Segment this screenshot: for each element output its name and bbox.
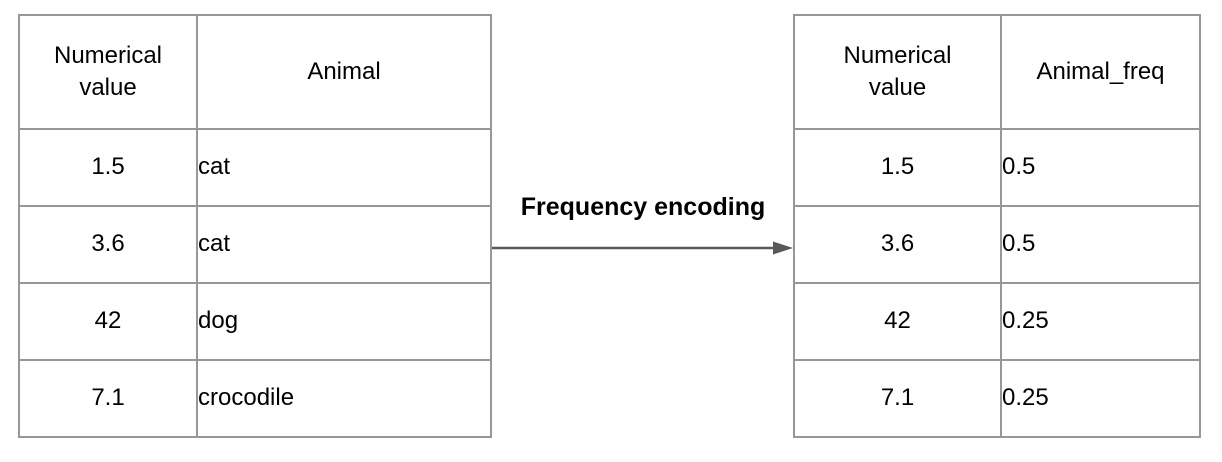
table-cell: 1.5 bbox=[793, 128, 1002, 207]
table-cell: 0.25 bbox=[1000, 282, 1201, 361]
table-row: 7.1 crocodile bbox=[18, 359, 492, 438]
table-cell: 0.5 bbox=[1000, 205, 1201, 284]
table-cell: 0.5 bbox=[1000, 128, 1201, 207]
table-row: 1.5 0.5 bbox=[793, 128, 1201, 207]
header-cell-animal-freq: Animal_freq bbox=[1000, 14, 1201, 130]
header-label: Numerical value bbox=[843, 41, 952, 101]
table-cell: 1.5 bbox=[18, 128, 198, 207]
table-cell: crocodile bbox=[196, 359, 492, 438]
header-cell-numerical-value: Numerical value bbox=[793, 14, 1002, 130]
arrow-label: Frequency encoding bbox=[520, 193, 766, 221]
table-cell: 42 bbox=[18, 282, 198, 361]
table-cell: 3.6 bbox=[793, 205, 1002, 284]
encoded-table: Numerical value Animal_freq 1.5 0.5 3.6 … bbox=[793, 14, 1201, 438]
table-header-row: Numerical value Animal_freq bbox=[793, 14, 1201, 130]
table-row: 42 dog bbox=[18, 282, 492, 361]
table-header-row: Numerical value Animal bbox=[18, 14, 492, 130]
table-cell: cat bbox=[196, 128, 492, 207]
table-row: 3.6 cat bbox=[18, 205, 492, 284]
table-cell: 0.25 bbox=[1000, 359, 1201, 438]
right-arrow-icon bbox=[492, 241, 793, 255]
header-cell-animal: Animal bbox=[196, 14, 492, 130]
header-cell-numerical-value: Numerical value bbox=[18, 14, 198, 130]
table-cell: cat bbox=[196, 205, 492, 284]
original-table: Numerical value Animal 1.5 cat 3.6 cat 4… bbox=[18, 14, 492, 438]
table-cell: dog bbox=[196, 282, 492, 361]
table-row: 1.5 cat bbox=[18, 128, 492, 207]
table-row: 42 0.25 bbox=[793, 282, 1201, 361]
table-row: 7.1 0.25 bbox=[793, 359, 1201, 438]
table-cell: 3.6 bbox=[18, 205, 198, 284]
header-label: Animal_freq bbox=[1036, 57, 1165, 85]
header-label: Animal bbox=[307, 57, 381, 85]
table-cell: 7.1 bbox=[793, 359, 1002, 438]
table-cell: 7.1 bbox=[18, 359, 198, 438]
header-label: Numerical value bbox=[53, 41, 163, 101]
table-row: 3.6 0.5 bbox=[793, 205, 1201, 284]
table-cell: 42 bbox=[793, 282, 1002, 361]
